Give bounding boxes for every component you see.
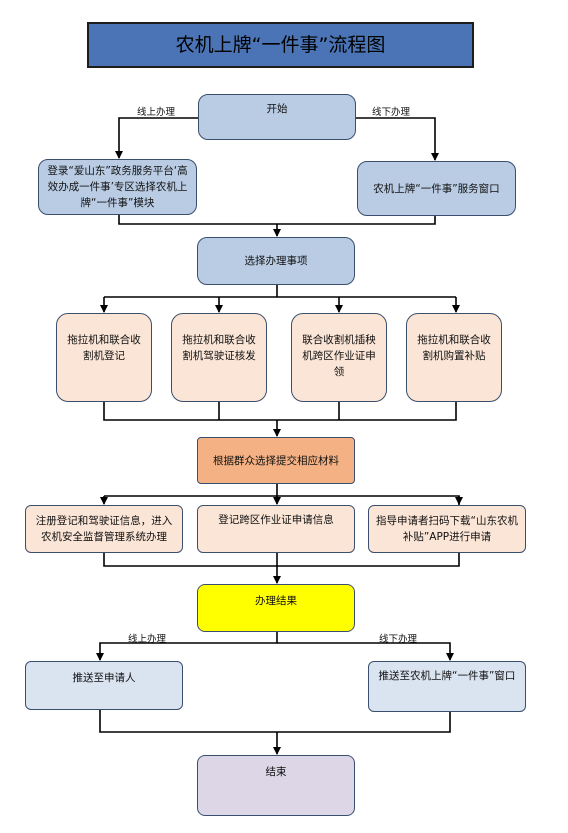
submit-materials-node: 根据群众选择提交相应材料: [197, 437, 355, 484]
item-node-2: 拖拉机和联合收割机驾驶证核发: [171, 313, 267, 402]
page-title: 农机上牌“一件事”流程图: [87, 22, 474, 68]
line-online-down: [118, 215, 436, 225]
line-submit-split: [276, 484, 460, 506]
process-node-3: 指导申请者扫码下载“山东农机补贴”APP进行申请: [368, 505, 526, 553]
end-node: 结束: [197, 755, 355, 816]
online-label-top: 线上办理: [137, 107, 176, 118]
offline-label-bottom: 线下办理: [379, 634, 418, 645]
process-node-1: 注册登记和驾驶证信息，进入农机安全监督管理系统办理: [25, 505, 183, 553]
push-window-node: 推送至农机上牌“一件事”窗口: [368, 661, 526, 712]
online-label-bottom: 线上办理: [128, 634, 167, 645]
process-node-2: 登记跨区作业证申请信息: [197, 505, 355, 553]
online-entry-node: 登录“爱山东”政务服务平台‘高效办成一件事’专区选择农机上牌“一件事”模块: [38, 159, 197, 215]
line-result-split: [96, 632, 278, 661]
select-item-node: 选择办理事项: [197, 237, 355, 285]
offline-label-top: 线下办理: [372, 107, 411, 118]
arrow-start-online: [115, 117, 198, 159]
offline-entry-node: 农机上牌“一件事”服务窗口: [357, 161, 516, 216]
line-outputs-merge: [99, 710, 451, 733]
item-node-3: 联合收割机插秧机跨区作业证申领: [291, 313, 387, 402]
start-node: 开始: [198, 94, 356, 140]
result-node: 办理结果: [197, 584, 355, 632]
item-node-1: 拖拉机和联合收割机登记: [56, 313, 152, 402]
item-node-4: 拖拉机和联合收割机购置补贴: [406, 313, 502, 402]
push-applicant-node: 推送至申请人: [25, 661, 183, 710]
line-procs-merge: [103, 553, 460, 567]
line-items-merge: [103, 402, 457, 421]
arrow-start-offline: [356, 117, 439, 161]
